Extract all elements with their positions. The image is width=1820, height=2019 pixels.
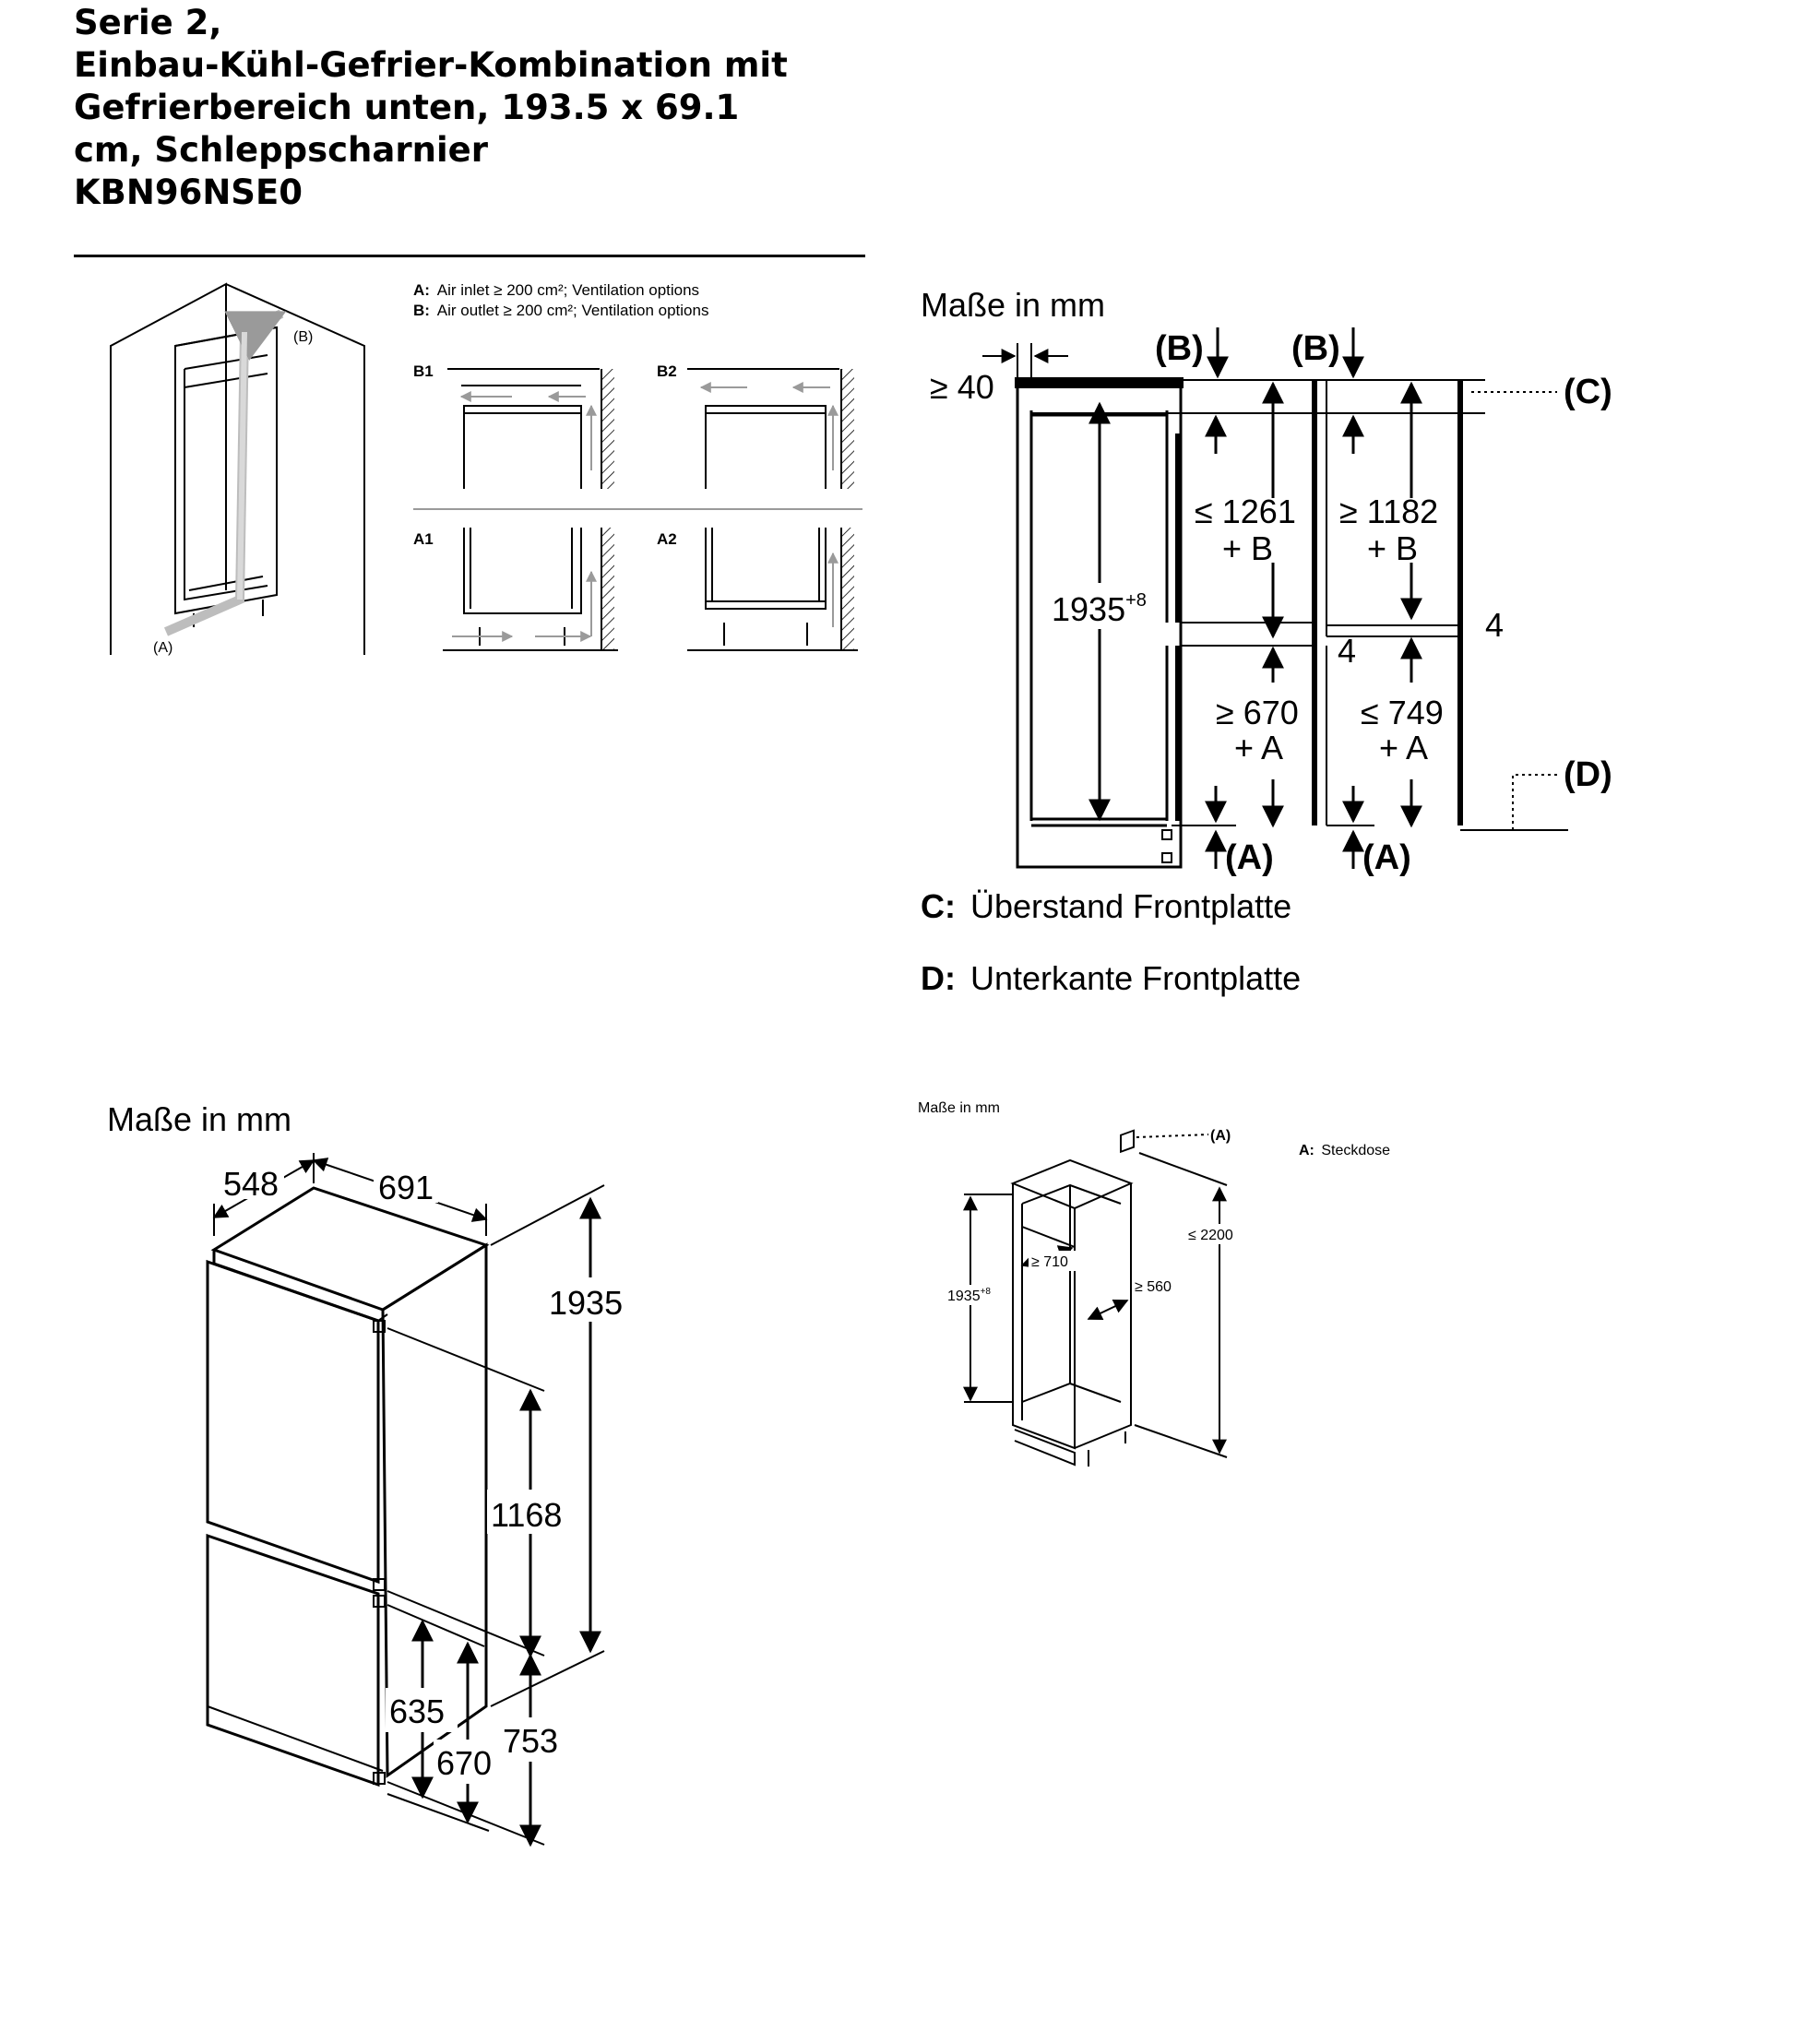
install-min-width: ≥ 710	[1031, 1254, 1068, 1270]
niche-label-a-left: (A)	[1225, 838, 1274, 877]
title-divider	[74, 255, 865, 257]
vent-legend-a-key: A:	[413, 281, 430, 299]
niche-legend-d-key: D:	[921, 959, 956, 997]
appliance-lower-outer: 670	[436, 1744, 492, 1782]
vent-label-b: (B)	[293, 329, 313, 345]
install-unit-label: Maße in mm	[918, 1100, 1000, 1116]
install-socket-text: Steckdose	[1321, 1143, 1390, 1158]
install-height-tolerance: +8	[981, 1287, 992, 1297]
vent-variant-b2: B2	[657, 362, 677, 380]
vent-legend-b-key: B:	[413, 302, 430, 319]
niche-lower-left-plus: + A	[1234, 729, 1283, 766]
install-socket-label: (A)	[1210, 1128, 1231, 1144]
niche-legend-c-key: C:	[921, 887, 956, 925]
vent-label-a: (A)	[153, 640, 172, 656]
installation-niche-diagram: Maße in mm (A) A: Steckdose 1935+8	[918, 1100, 1390, 1467]
niche-legend-c-text: Überstand Frontplatte	[970, 887, 1291, 925]
vent-variant-a2: A2	[657, 530, 677, 548]
appliance-upper-door: 1168	[491, 1496, 562, 1534]
niche-upper-left-plus: + B	[1222, 529, 1273, 567]
appliance-unit-label: Maße in mm	[107, 1100, 291, 1138]
vent-variant-b1: B1	[413, 362, 434, 380]
niche-label-b-right: (B)	[1291, 329, 1340, 368]
install-min-depth: ≥ 560	[1135, 1279, 1172, 1295]
niche-lower-right-plus: + A	[1379, 729, 1428, 766]
niche-height-main: 1935	[1052, 590, 1125, 628]
install-max-height: ≤ 2200	[1188, 1228, 1233, 1243]
niche-dimension-diagram: Maße in mm ≥ 40 1935+8 (B) (B)	[921, 286, 1612, 997]
appliance-height: 1935	[549, 1284, 623, 1322]
niche-min-gap: ≥ 40	[930, 368, 994, 406]
niche-gap-right: 4	[1485, 606, 1504, 644]
niche-label-b-left: (B)	[1155, 329, 1204, 368]
title-line: Einbau-Kühl-Gefrier-Kombination mit	[74, 45, 788, 85]
title-line: cm, Schleppscharnier	[74, 130, 488, 170]
product-title: Serie 2, Einbau-Kühl-Gefrier-Kombination…	[74, 2, 788, 214]
appliance-lower-inner: 635	[389, 1692, 445, 1730]
niche-unit-label: Maße in mm	[921, 286, 1105, 324]
appliance-lower-door: 753	[503, 1722, 558, 1760]
appliance-depth: 548	[223, 1165, 279, 1203]
niche-upper-right-plus: + B	[1367, 529, 1418, 567]
niche-height-tolerance: +8	[1125, 590, 1147, 611]
title-line: Gefrierbereich unten, 193.5 x 69.1	[74, 88, 740, 127]
install-height: 1935	[947, 1289, 981, 1304]
niche-upper-left: ≤ 1261	[1195, 493, 1296, 530]
niche-label-c: (C)	[1564, 373, 1612, 411]
niche-label-d: (D)	[1564, 755, 1612, 794]
niche-lower-right: ≤ 749	[1361, 694, 1444, 731]
install-socket-key: A:	[1299, 1143, 1314, 1158]
svg-text:1935+8: 1935+8	[1052, 590, 1147, 628]
svg-text:D: Unterkante Frontplatt: D: Unterkante Frontplatte	[921, 959, 1301, 997]
title-line: Serie 2,	[74, 3, 222, 42]
title-line: KBN96NSE0	[74, 172, 303, 212]
niche-legend-d-text: Unterkante Frontplatte	[970, 959, 1301, 997]
appliance-width: 691	[378, 1169, 434, 1206]
niche-gap-left: 4	[1338, 632, 1356, 670]
svg-text:C: Überstand Frontplatte: C: Überstand Frontplatte	[921, 887, 1291, 925]
svg-text:A: Steckdose: A: Steckdose	[1299, 1143, 1390, 1158]
niche-label-a-right: (A)	[1362, 838, 1411, 877]
appliance-dimension-diagram: Maße in mm 548 691 1935	[107, 1100, 636, 1847]
niche-upper-right: ≥ 1182	[1339, 493, 1438, 530]
niche-lower-left: ≥ 670	[1216, 694, 1299, 731]
vent-variant-a1: A1	[413, 530, 434, 548]
svg-text:A: Air inlet ≥ 200 cm²;: A: Air inlet ≥ 200 cm²; Ventilation opti…	[413, 281, 699, 299]
vent-legend-a-text: Air inlet ≥ 200 cm²; Ventilation options	[437, 281, 699, 299]
svg-text:1935+8: 1935+8	[947, 1287, 991, 1304]
ventilation-diagram: (B) (A) A: Air inlet ≥ 200 cm²; Ventilat…	[110, 281, 862, 656]
svg-text:B: Air outlet ≥ 200 cm²;: B: Air outlet ≥ 200 cm²; Ventilation opt…	[413, 302, 708, 319]
vent-legend-b-text: Air outlet ≥ 200 cm²; Ventilation option…	[437, 302, 709, 319]
